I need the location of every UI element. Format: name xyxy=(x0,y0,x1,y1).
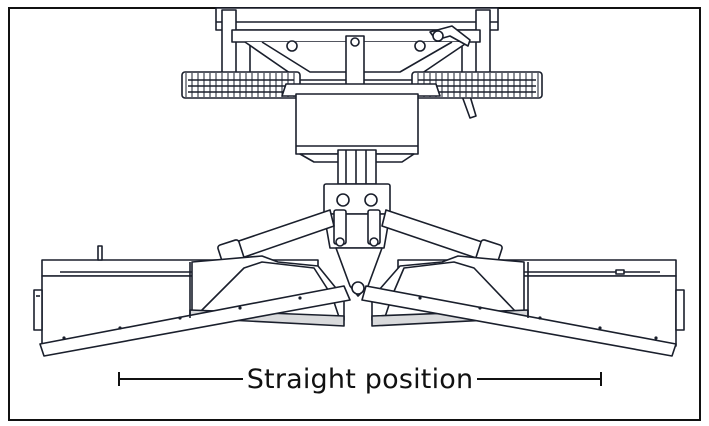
right-wing xyxy=(361,255,685,357)
pump-block xyxy=(281,83,441,185)
dimension-line-left xyxy=(118,378,243,380)
dimension-tick-right xyxy=(600,372,602,386)
bolts xyxy=(62,296,658,340)
caption-label: Straight position xyxy=(246,363,474,395)
pivot-carrier xyxy=(323,183,391,249)
dimension-caption: Straight position xyxy=(118,358,603,400)
dimension-line-right xyxy=(477,378,603,380)
light-bar-right xyxy=(411,71,543,99)
plow-machine xyxy=(33,7,685,357)
vehicle-mount xyxy=(215,7,499,119)
center-pivot xyxy=(351,281,365,295)
left-wing xyxy=(33,245,351,357)
dimension-tick-left xyxy=(118,372,120,386)
